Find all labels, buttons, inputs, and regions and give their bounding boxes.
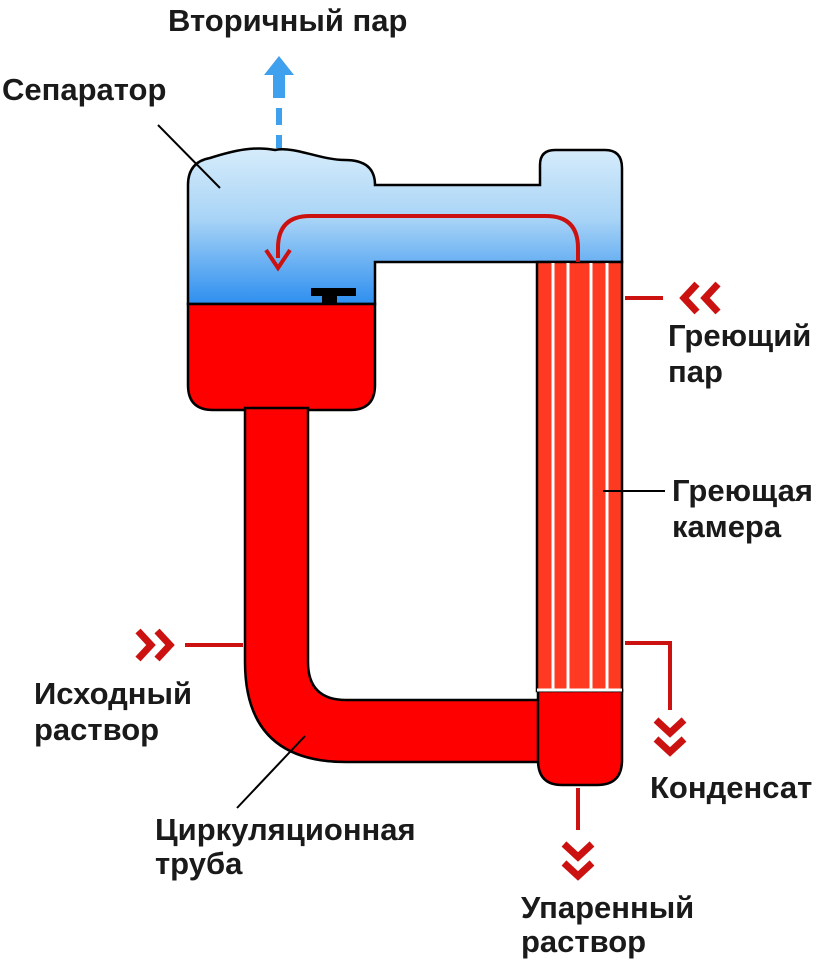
condensate-arrow-icon xyxy=(653,717,687,757)
label-separator: Сепаратор xyxy=(2,72,167,107)
feed-solution-arrow-icon xyxy=(135,628,175,662)
condensate-line xyxy=(625,641,672,710)
heating-steam-arrow-icon xyxy=(679,281,721,315)
circulation-pipe-leader xyxy=(236,735,306,809)
internal-flow-arrow xyxy=(276,214,580,262)
separator-leader xyxy=(157,124,221,189)
deflector-cap xyxy=(311,288,356,303)
label-secondary-steam: Вторичный пар xyxy=(168,3,408,38)
label-evaporated-solution-line2: раствор xyxy=(521,924,647,959)
separator-vapor-space xyxy=(186,147,624,306)
secondary-steam-arrow-icon xyxy=(264,56,294,98)
heating-chamber xyxy=(535,260,624,693)
evaporated-solution-arrow-icon xyxy=(561,841,595,881)
label-heating-chamber-line2: камера xyxy=(672,509,782,544)
label-heating-chamber-line1: Греющая xyxy=(672,473,813,508)
bottom-plenum xyxy=(536,688,624,787)
label-evaporated-solution-line1: Упаренный xyxy=(521,890,695,925)
separator-liquid xyxy=(186,302,377,412)
label-feed-solution-line1: Исходный xyxy=(34,676,193,711)
label-heating-steam-line2: пар xyxy=(668,354,723,389)
label-condensate: Конденсат xyxy=(650,770,813,805)
label-feed-solution-line2: раствор xyxy=(34,712,160,747)
circulation-pipe xyxy=(243,406,544,764)
internal-flow-arrowhead xyxy=(264,248,292,272)
label-heating-steam-line1: Греющий xyxy=(668,318,812,353)
label-circulation-pipe-line2: труба xyxy=(155,846,243,881)
label-circulation-pipe-line1: Циркуляционная xyxy=(155,812,416,847)
